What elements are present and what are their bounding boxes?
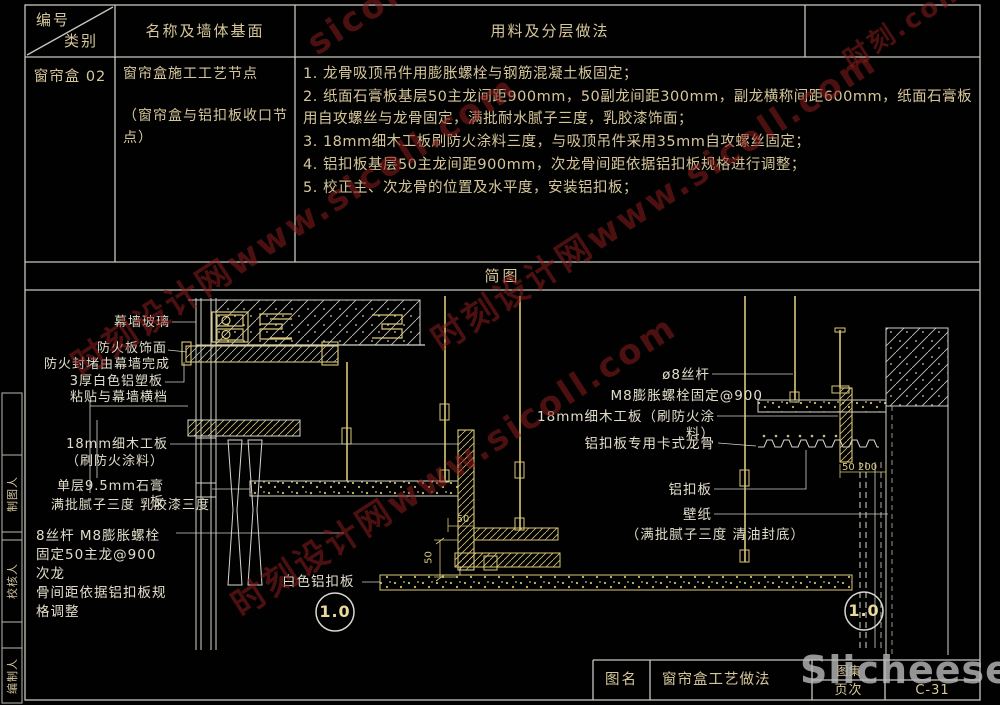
scale-circles xyxy=(315,591,884,632)
annotation-line: 固定50主龙@900 次龙 xyxy=(36,547,157,582)
leader-lines xyxy=(165,321,888,583)
dim-wall-a: 50 xyxy=(842,462,855,473)
annotation-gypsum-putty: 满批腻子三度 乳胶漆三度 xyxy=(50,498,210,513)
titleblock-page: 页次 xyxy=(834,683,863,698)
annotation-white-alu-panel: 白色铝扣板 xyxy=(282,574,355,590)
titleblock-label: 图名 xyxy=(605,672,638,688)
rod-hardware xyxy=(341,327,850,563)
annotation-plywood-paint: （刷防火涂料） xyxy=(65,454,164,469)
annotation-wallpaper: 壁纸 xyxy=(683,507,712,523)
sidebar-label: 校核人 xyxy=(6,563,19,599)
dim-box-height: 50 xyxy=(423,551,435,564)
diagram-section-header: 简图 xyxy=(484,267,521,285)
scale-marker-right: 1.0 xyxy=(848,601,880,620)
annotation-alu-panel-right: 铝扣板 xyxy=(668,482,712,498)
titleblock-atlas: 图集 xyxy=(836,664,861,678)
sidebar-label: 制图人 xyxy=(6,475,19,512)
annotation-fire-sealing: 防火封堵由幕墙完成 xyxy=(43,357,170,372)
step-item: 5. 校正主、次龙骨的位置及水平度，安装铝扣板； xyxy=(303,180,638,196)
sidebar-item-checker: 校核人 xyxy=(2,540,22,622)
annotation-gypsum-board: 单层9.5mm石膏板 xyxy=(56,479,164,511)
titleblock-drawing-name: 窗帘盒工艺做法 xyxy=(662,672,771,688)
annotation-plywood: 18mm细木工板 xyxy=(66,437,168,452)
annotation-line: 8丝杆 M8膨胀螺栓 xyxy=(36,528,161,544)
annotation-line: 骨间距依据铝扣板规 xyxy=(36,585,167,601)
sidebar-item-compiler: 编制人 xyxy=(2,648,22,703)
step-item: 2. 纸面石膏板基层50主龙间距900mm，50副龙间距300mm，副龙横称间距… xyxy=(303,89,973,127)
right-wall xyxy=(885,327,949,655)
right-ceiling-detail xyxy=(757,387,887,648)
item-name: 窗帘盒施工工艺节点 xyxy=(123,66,258,82)
column-header-makeup: 用料及分层做法 xyxy=(490,22,610,40)
annotation-plywood-right: 18mm细木工板（刷防火涂料） xyxy=(537,409,715,442)
annotation-curtainwall-glass: 幕墙玻璃 xyxy=(113,315,170,330)
annotation-rod-8: ø8丝杆 xyxy=(662,367,710,383)
sidebar-item-drafter: 制图人 xyxy=(2,455,22,532)
annotation-rod-anchor-block: 8丝杆 M8膨胀螺栓 固定50主龙@900 次龙 骨间距依据铝扣板规 格调整 xyxy=(36,527,176,622)
aluminium-ceiling-band xyxy=(379,574,853,591)
left-boards xyxy=(89,400,459,497)
annotation-anchor-900: M8膨胀螺栓固定@900 xyxy=(610,388,763,404)
fire-board xyxy=(181,341,339,366)
column-header-name: 名称及墙体基面 xyxy=(145,22,265,40)
annotation-fireboard-finish: 防火板饰面 xyxy=(96,341,167,356)
annotation-line: 格调整 xyxy=(36,604,80,620)
annotation-alu-panel-glue: 粘贴与幕墙横档 xyxy=(69,390,168,405)
dim-box-width: 50 xyxy=(456,514,470,525)
item-id: 窗帘盒 02 xyxy=(33,69,107,85)
dim-wall-b: 200 xyxy=(858,462,878,473)
hanger-rods xyxy=(346,296,841,562)
item-subname: （窗帘盒与铝扣板收口节点） xyxy=(123,108,288,146)
sidebar-boxes xyxy=(1,392,23,704)
sidebar-label: 编制人 xyxy=(6,657,19,694)
annotation-alu-panel: 3厚白色铝塑板 xyxy=(69,374,163,389)
step-item: 3. 18mm细木工板刷防火涂料三度，与吸顶吊件采用35mm自攻螺丝固定； xyxy=(303,134,811,150)
corner-label-category: 类别 xyxy=(64,32,99,50)
titleblock-sheet-number: C-31 xyxy=(915,683,950,698)
annotation-wall-putty: （满批腻子三度 清油封底） xyxy=(625,527,805,543)
table-grid xyxy=(24,4,981,701)
ceiling-clip-assembly xyxy=(211,311,403,343)
curtain-box xyxy=(454,429,561,575)
step-list: 1. 龙骨吸顶吊件用膨胀螺栓与钢筋混凝土板固定； 2. 纸面石膏板基层50主龙间… xyxy=(303,63,977,200)
scale-marker-left: 1.0 xyxy=(319,602,351,621)
dimension-lines xyxy=(434,464,887,582)
step-item: 1. 龙骨吸顶吊件用膨胀螺栓与钢筋混凝土板固定； xyxy=(303,66,638,82)
corner-label-number: 编号 xyxy=(36,11,71,29)
annotation-clip-keel: 铝扣板专用卡式龙骨 xyxy=(584,436,715,452)
curtain-symbols xyxy=(227,439,263,586)
step-item: 4. 铝扣板基层50主龙间距900mm，次龙骨间距依据铝扣板规格进行调整； xyxy=(303,157,806,173)
